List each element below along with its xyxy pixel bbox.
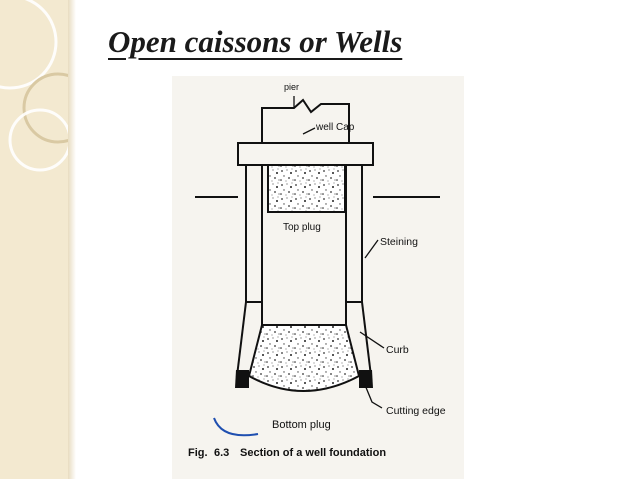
- bottom-plug: [247, 324, 361, 392]
- decorative-rings: [0, 0, 68, 172]
- top-plug: [267, 164, 346, 213]
- label-steining: Steining: [380, 236, 418, 248]
- caption-fig-number: 6.3: [214, 447, 229, 459]
- leader-curb: [359, 331, 385, 349]
- decorative-sidebar: [0, 0, 68, 479]
- label-bottom-plug: Bottom plug: [272, 419, 331, 431]
- label-cutting-edge: Cutting edge: [386, 405, 446, 417]
- label-top-plug: Top plug: [283, 222, 321, 233]
- label-well-cap: well Cap: [315, 122, 355, 133]
- slide-title: Open caissons or Wells: [108, 24, 403, 59]
- leader-cutting-edge: [364, 384, 383, 409]
- cutting-edge-left: [235, 370, 249, 388]
- cutting-edge-right: [359, 370, 373, 388]
- caption-fig-prefix: Fig.: [188, 447, 208, 459]
- curb-outer-left: [236, 301, 247, 377]
- curb-outer-right: [361, 301, 372, 377]
- leader-well-cap: [302, 127, 316, 135]
- pen-mark: [213, 417, 259, 437]
- label-pier: pier: [284, 82, 299, 92]
- pier: [261, 98, 350, 143]
- leader-steining: [364, 239, 379, 259]
- well-foundation-diagram: pier well Cap Top plug Steining Curb Cut…: [172, 76, 464, 479]
- sidebar-edge: [68, 0, 76, 479]
- caption-text: Section of a well foundation: [240, 447, 386, 459]
- label-curb: Curb: [386, 344, 409, 356]
